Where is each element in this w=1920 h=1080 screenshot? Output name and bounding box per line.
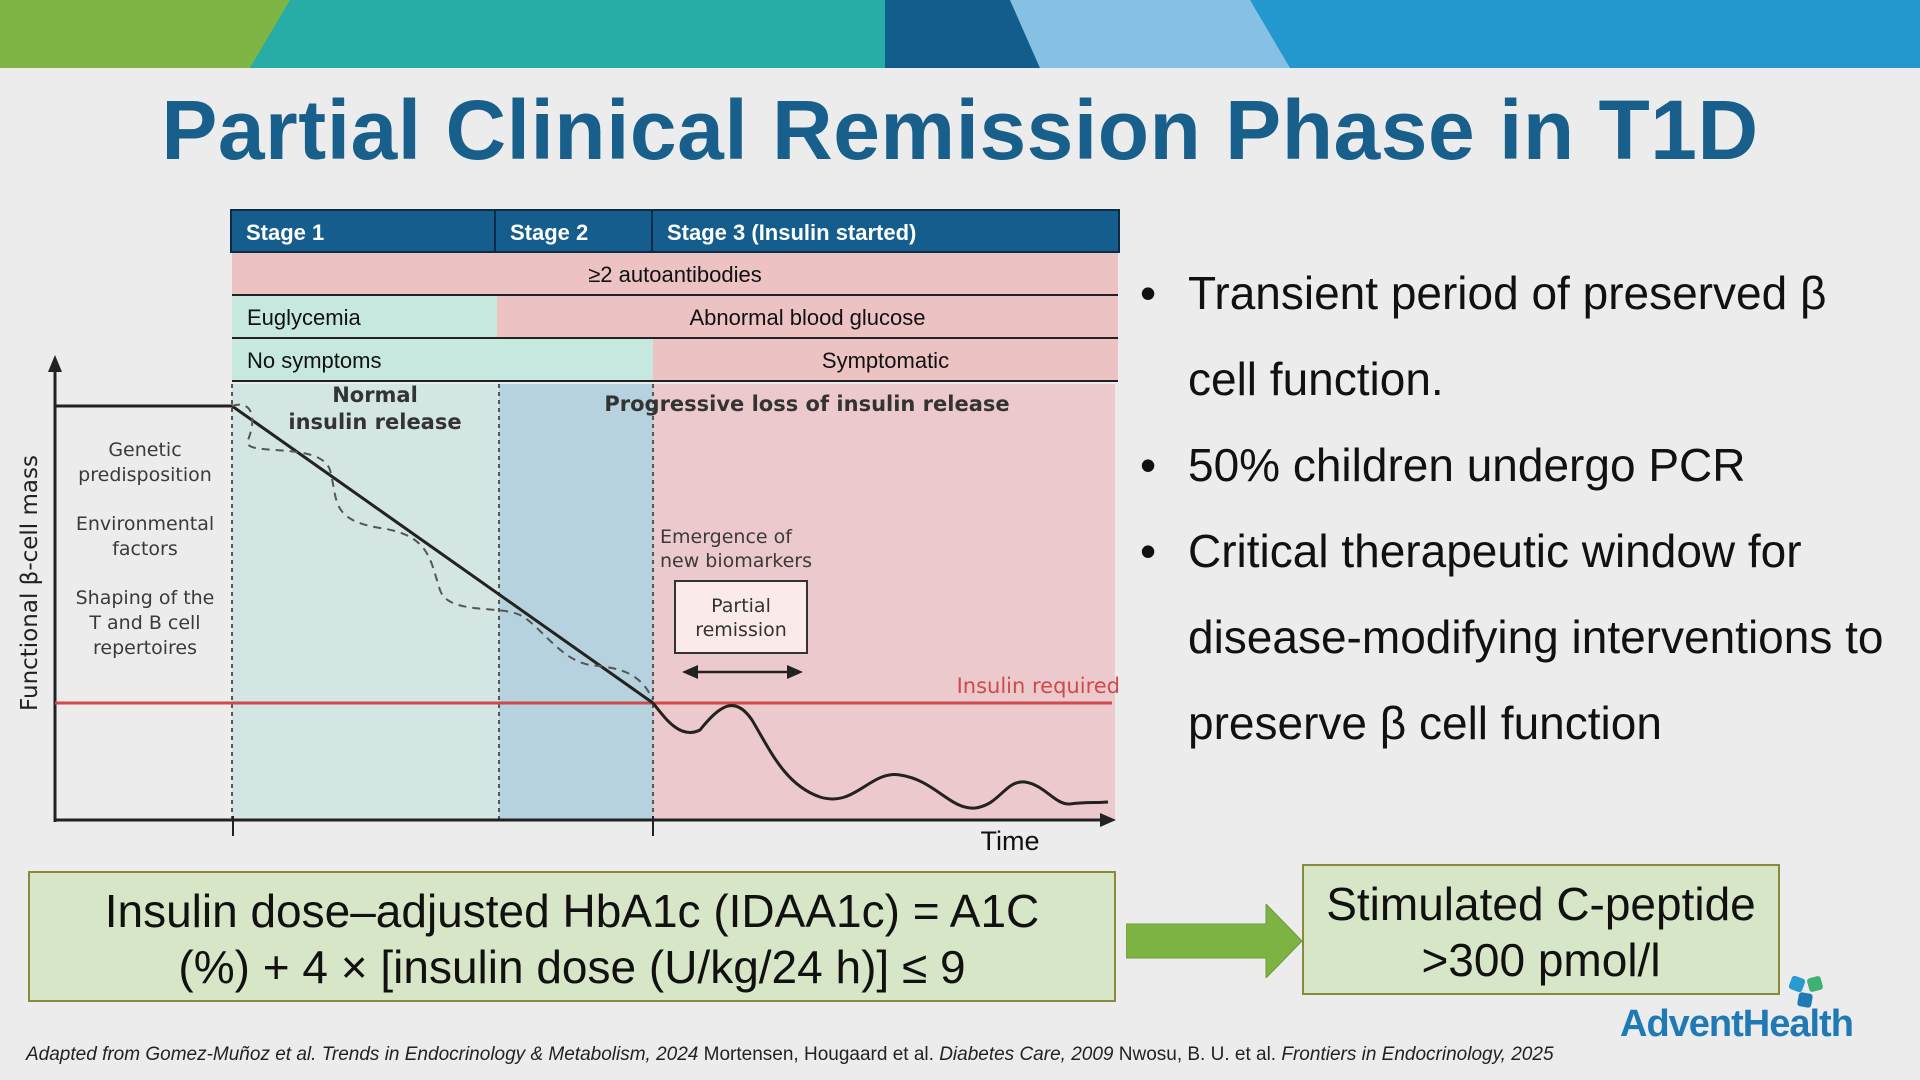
- c-peptide-box: Stimulated C-peptide >300 pmol/l: [1302, 864, 1780, 995]
- remission-curve: [651, 702, 1109, 810]
- no-symptoms-row: No symptoms: [232, 339, 653, 382]
- stepwise-dashed-curve: [231, 403, 654, 701]
- bullet-item: Transient period of preserved β cell fun…: [1140, 250, 1900, 422]
- autoantibodies-row: ≥2 autoantibodies: [232, 253, 1118, 296]
- citation-3-authors: Nwosu, B. U. et al.: [1118, 1044, 1277, 1065]
- stage-header-1: Stage 1: [230, 209, 496, 253]
- citation-1: Adapted from Gomez-Muñoz et al. Trends i…: [26, 1044, 699, 1065]
- tb-cell-repertoires-label: Shaping of the T and B cell repertoires: [75, 587, 215, 659]
- insulin-required-label: Insulin required: [956, 674, 1120, 698]
- top-banner: [0, 0, 1920, 68]
- bullet-item: 50% children undergo PCR: [1140, 422, 1900, 508]
- idaa1c-formula-box: Insulin dose–adjusted HbA1c (IDAA1c) = A…: [28, 871, 1116, 1002]
- formula-line-2: (%) + 4 × [insulin dose (U/kg/24 h)] ≤ 9: [178, 941, 966, 993]
- x-axis-label: Time: [980, 826, 1040, 856]
- citation-3-journal: Frontiers in Endocrinology, 2025: [1281, 1044, 1554, 1065]
- symptomatic-row: Symptomatic: [653, 339, 1118, 382]
- key-points-list: Transient period of preserved β cell fun…: [1140, 250, 1900, 766]
- genetic-predisposition-label: Genetic predisposition: [78, 439, 212, 486]
- citations: Adapted from Gomez-Muñoz et al. Trends i…: [26, 1044, 1554, 1066]
- bullet-item: Critical therapeutic window for disease-…: [1140, 508, 1900, 766]
- divider: [232, 337, 1118, 339]
- advent-health-logo-icon: [1788, 975, 1823, 1008]
- page-title: Partial Clinical Remission Phase in T1D: [161, 83, 1759, 177]
- divider: [232, 294, 1118, 296]
- stage1-region: [232, 384, 499, 820]
- y-axis-label: Functional β-cell mass: [17, 455, 43, 711]
- environmental-factors-label: Environmental factors: [75, 513, 215, 560]
- c-peptide-line-2: >300 pmol/l: [1421, 934, 1661, 986]
- stage2-region: [499, 384, 653, 820]
- progressive-loss-label: Progressive loss of insulin release: [604, 392, 1010, 416]
- normal-insulin-release-label: Normal insulin release: [288, 383, 462, 434]
- divider: [232, 380, 1118, 382]
- stage-header-3: Stage 3 (Insulin started): [651, 209, 1120, 253]
- partial-remission-box: Partial remission: [674, 580, 808, 654]
- right-arrow-icon: [1126, 904, 1303, 978]
- new-biomarkers-label: Emergence of new biomarkers: [660, 526, 812, 572]
- abnormal-glucose-row: Abnormal blood glucose: [497, 296, 1118, 339]
- y-axis-arrowhead: [48, 355, 62, 372]
- c-peptide-line-1: Stimulated C-peptide: [1326, 878, 1756, 930]
- euglycemia-row: Euglycemia: [232, 296, 497, 339]
- citation-2-authors: Mortensen, Hougaard et al.: [703, 1044, 934, 1065]
- x-axis-arrowhead: [1100, 813, 1116, 827]
- formula-line-1: Insulin dose–adjusted HbA1c (IDAA1c) = A…: [104, 885, 1040, 937]
- citation-2-journal: Diabetes Care, 2009: [939, 1044, 1114, 1065]
- stage-header-2: Stage 2: [494, 209, 653, 253]
- advent-health-logo: AdventHealth: [1620, 1003, 1854, 1045]
